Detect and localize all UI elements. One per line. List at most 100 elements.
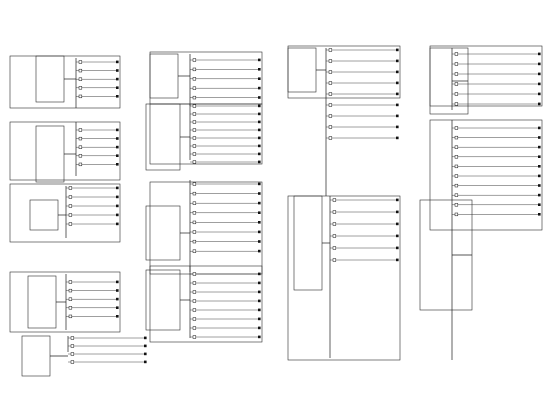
terminal-mark bbox=[538, 193, 541, 197]
panel-panel-e bbox=[21, 335, 147, 377]
breaker-symbol bbox=[332, 210, 337, 214]
terminal-mark bbox=[258, 221, 261, 224]
terminal-mark bbox=[396, 210, 399, 214]
terminal-mark bbox=[116, 204, 119, 208]
breaker-symbol bbox=[78, 145, 83, 149]
terminal-mark bbox=[258, 152, 261, 156]
terminal-mark bbox=[258, 86, 261, 90]
breaker-symbol bbox=[454, 62, 459, 66]
breaker-symbol bbox=[70, 360, 75, 364]
terminal-mark bbox=[396, 125, 399, 129]
breaker-symbol bbox=[192, 104, 197, 108]
breaker-symbol bbox=[192, 220, 197, 225]
breaker-symbol bbox=[192, 239, 197, 244]
breaker-symbol bbox=[192, 120, 197, 124]
panel-enclosure bbox=[149, 265, 263, 343]
panel-panel-b bbox=[9, 121, 121, 183]
terminal-mark bbox=[258, 249, 261, 253]
terminal-mark bbox=[144, 336, 147, 340]
terminal-mark bbox=[258, 281, 261, 285]
terminal-mark bbox=[538, 174, 541, 178]
terminal-mark bbox=[258, 136, 261, 140]
terminal-mark bbox=[116, 163, 119, 166]
panel-panel-d bbox=[9, 271, 121, 333]
breaker-symbol bbox=[328, 70, 333, 74]
terminal-mark bbox=[144, 352, 147, 356]
panel-layer bbox=[9, 45, 543, 377]
breaker-symbol bbox=[454, 92, 459, 96]
terminal-mark bbox=[258, 68, 261, 71]
breaker-symbol bbox=[328, 48, 333, 52]
breaker-symbol bbox=[328, 81, 333, 85]
panel-panel-a bbox=[9, 55, 121, 109]
breaker-symbol bbox=[192, 201, 197, 205]
breaker-symbol bbox=[454, 52, 459, 56]
breaker-symbol bbox=[192, 144, 197, 148]
terminal-mark bbox=[396, 70, 399, 74]
breaker-symbol bbox=[328, 103, 333, 107]
terminal-mark bbox=[396, 234, 399, 238]
terminal-mark bbox=[258, 160, 261, 164]
breaker-symbol bbox=[78, 154, 83, 158]
terminal-mark bbox=[116, 289, 119, 292]
terminal-mark bbox=[258, 182, 261, 186]
terminal-mark bbox=[258, 240, 261, 243]
terminal-mark bbox=[258, 120, 261, 124]
breaker-symbol bbox=[68, 213, 73, 217]
terminal-mark bbox=[116, 280, 119, 284]
breaker-symbol bbox=[68, 195, 73, 199]
breaker-symbol bbox=[192, 136, 197, 140]
terminal-mark bbox=[116, 222, 119, 226]
breaker-symbol bbox=[192, 249, 197, 253]
breaker-symbol bbox=[454, 174, 459, 178]
terminal-mark bbox=[538, 52, 541, 56]
breaker-symbol bbox=[68, 222, 73, 226]
breaker-symbol bbox=[192, 326, 197, 330]
breaker-symbol bbox=[328, 114, 333, 118]
terminal-mark bbox=[258, 230, 261, 234]
terminal-mark bbox=[538, 213, 541, 216]
breaker-symbol bbox=[78, 162, 83, 167]
terminal-mark bbox=[538, 203, 541, 206]
terminal-mark bbox=[116, 306, 119, 309]
breaker-symbol bbox=[192, 290, 197, 294]
breaker-symbol bbox=[328, 125, 333, 129]
terminal-mark bbox=[116, 213, 119, 217]
terminal-mark bbox=[258, 272, 261, 276]
breaker-symbol bbox=[454, 212, 459, 217]
breaker-symbol bbox=[454, 183, 459, 188]
terminal-mark bbox=[538, 102, 541, 106]
terminal-mark bbox=[396, 59, 399, 63]
breaker-symbol bbox=[328, 92, 333, 96]
terminal-mark bbox=[258, 144, 261, 148]
breaker-symbol bbox=[192, 211, 197, 215]
breaker-symbol bbox=[192, 58, 197, 62]
terminal-mark bbox=[258, 335, 261, 339]
breaker-symbol bbox=[68, 204, 73, 208]
terminal-mark bbox=[116, 69, 119, 72]
terminal-mark bbox=[258, 317, 261, 321]
breaker-symbol bbox=[192, 317, 197, 321]
terminal-mark bbox=[396, 222, 399, 226]
breaker-symbol bbox=[192, 67, 197, 72]
breaker-symbol bbox=[192, 95, 197, 100]
terminal-mark bbox=[116, 60, 119, 64]
breaker-symbol bbox=[68, 306, 73, 310]
terminal-mark bbox=[116, 154, 119, 157]
breaker-symbol bbox=[454, 145, 459, 149]
panel-panel-k bbox=[287, 195, 401, 361]
terminal-mark bbox=[396, 103, 399, 107]
panel-panel-c bbox=[9, 183, 121, 243]
terminal-mark bbox=[258, 211, 261, 214]
terminal-mark bbox=[116, 315, 119, 318]
breaker-symbol bbox=[332, 258, 337, 262]
breaker-symbol bbox=[332, 234, 337, 238]
panel-panel-m bbox=[419, 119, 543, 360]
terminal-mark bbox=[258, 104, 261, 108]
terminal-mark bbox=[538, 165, 541, 168]
breaker-symbol bbox=[192, 160, 197, 164]
terminal-mark bbox=[116, 297, 119, 301]
breaker-symbol bbox=[68, 297, 73, 301]
